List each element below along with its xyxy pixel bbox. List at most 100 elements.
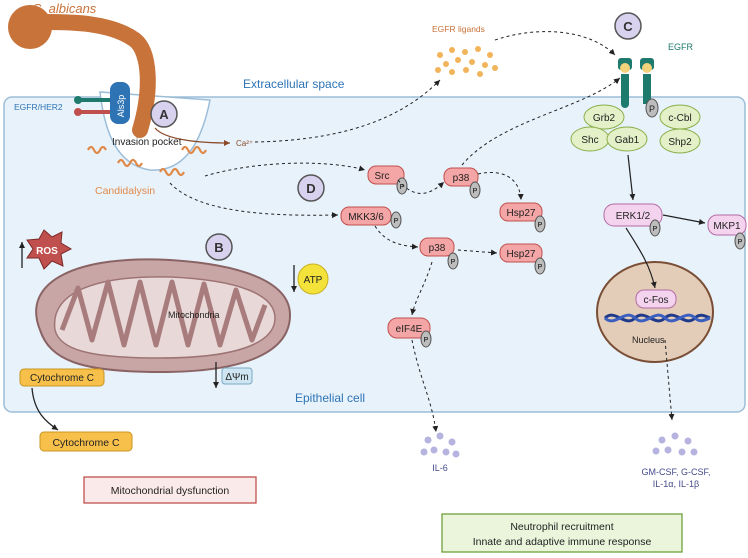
egfr-phospho-label: P [649,104,655,114]
hsp27-lower-phospho-label: P [538,264,543,271]
grb2-label: Grb2 [593,113,616,124]
src-label: Src [375,171,390,182]
panel-c-letter: C [623,19,633,34]
adaptor-to-erk-arrow [627,154,636,201]
cytc-outside-label: Cytochrome C [52,437,120,449]
hsp27-lower-phospho-badge [534,257,546,275]
egfr-her2-receptor-icon [74,96,110,116]
ros-label: ROS [36,246,58,257]
shp2-label: Shp2 [668,137,692,148]
panel-b-badge [205,233,233,261]
dna-helix-icon [603,313,711,323]
ccbl-label: c-Cbl [668,113,691,124]
src-to-p38-arrow [397,179,445,194]
nucleus-to-cytokines-arrow [664,339,675,421]
mito-dysfunction-label: Mitochondrial dysfunction [111,485,230,497]
erk12-phospho-badge [649,219,661,237]
mkk36-label: MKK3/6 [348,212,384,223]
panel-c-badge [614,12,642,40]
egfr-phospho-badge [645,98,659,118]
il6-label: IL-6 [432,463,448,473]
egfr-ligands-icon [435,46,498,77]
candidalysin-to-src-arrow [204,162,366,177]
neutrophil-line2-label: Innate and adaptive immune response [473,536,652,548]
mkp1-phospho-badge [734,232,746,250]
atp-label: ATP [304,275,323,286]
candidalysin-to-mkk36-arrow [169,182,339,219]
p38-lower-node [419,237,455,257]
p38-upper-node [443,167,479,187]
panel-d-badge [297,174,325,202]
hsp27-upper-phospho-label: P [538,222,543,229]
delta-psi-label: ΔΨm [225,372,248,383]
epithelial-cell-label: Epithelial cell [295,391,365,405]
p38-to-hsp27-lower-arrow [457,249,498,256]
panel-d-letter: D [306,181,315,196]
mitochondria-label: Mitochondria [168,310,220,320]
shc-label: Shc [581,135,598,146]
hsp27-upper-phospho-badge [534,215,546,233]
adaptor-complex [570,104,701,154]
p38-upper-label: p38 [453,173,470,184]
eif4e-phospho-label: P [424,337,429,344]
invasion-pocket-label: Invasion pocket [112,137,182,148]
panel-b-letter: B [214,240,223,255]
candida-hypha-icon [8,5,156,138]
eif4e-node [387,317,431,339]
cfos-node [635,289,677,309]
p38-to-hsp27-upper-arrow [477,172,524,201]
p38-upper-phospho-badge [469,181,481,199]
p38-to-eif4e-arrow [410,261,433,316]
panel-a-letter: A [159,107,169,122]
mkk36-phospho-badge [390,211,402,229]
cytokines-line2-label: IL-1α, IL-1β [653,479,699,489]
neutrophil-response-box [441,513,683,553]
erk-to-mkp1-arrow [662,214,706,225]
calcium-to-ligand-arrow [254,79,441,143]
adhesin-label: Als3p [116,95,126,118]
als3p-adhesin-icon [110,82,130,124]
receptor-left-label: EGFR/HER2 [14,102,63,112]
p38-lower-phospho-badge [447,252,459,270]
src-node [367,165,405,185]
p38-lower-phospho-label: P [451,259,456,266]
hsp27-lower-label: Hsp27 [507,249,536,260]
cytokines-cluster-icon [652,432,698,456]
mkp1-phospho-label: P [738,239,743,246]
mkp1-node [707,214,747,236]
ligand-to-egfr-arrow [494,31,616,56]
p38-lower-label: p38 [429,243,446,254]
eif4e-phospho-badge [420,330,432,348]
eif4e-label: eIF4E [396,324,423,335]
neutrophil-line1-label: Neutrophil recruitment [510,521,613,533]
egfr-receptor-icon [618,58,654,108]
organism-label: C. albicans [32,1,97,16]
erk12-node [603,203,663,227]
candidalysin-peptide-icon [87,145,207,177]
il6-cytokine-icon [420,432,460,458]
extracellular-space-label: Extracellular space [243,77,345,91]
nucleus-label: Nucleus [632,335,665,345]
calcium-label: Ca²⁺ [236,139,253,148]
delta-psi-badge [221,367,253,385]
gab1-label: Gab1 [615,135,640,146]
erk12-phospho-label: P [653,226,658,233]
p38-upper-phospho-label: P [473,188,478,195]
erk12-label: ERK1/2 [616,211,651,222]
candidalysin-label: Candidalysin [95,185,155,197]
hsp27-upper-label: Hsp27 [507,208,536,219]
cytc-inside-label: Cytochrome C [30,373,94,384]
egfr-label: EGFR [668,42,694,52]
cytokines-line1-label: GM-CSF, G-CSF, [642,467,711,477]
mito-dysfunction-box [83,476,257,504]
src-phospho-label: P [400,184,405,191]
mitochondria-icon [35,258,292,374]
p38-to-egfr-arrow [461,77,621,166]
atp-icon [297,263,329,295]
cytc-inside-badge [19,368,105,387]
panel-a-badge [150,100,178,128]
calcium-arrow [154,127,231,146]
nucleus-shape [596,261,714,363]
